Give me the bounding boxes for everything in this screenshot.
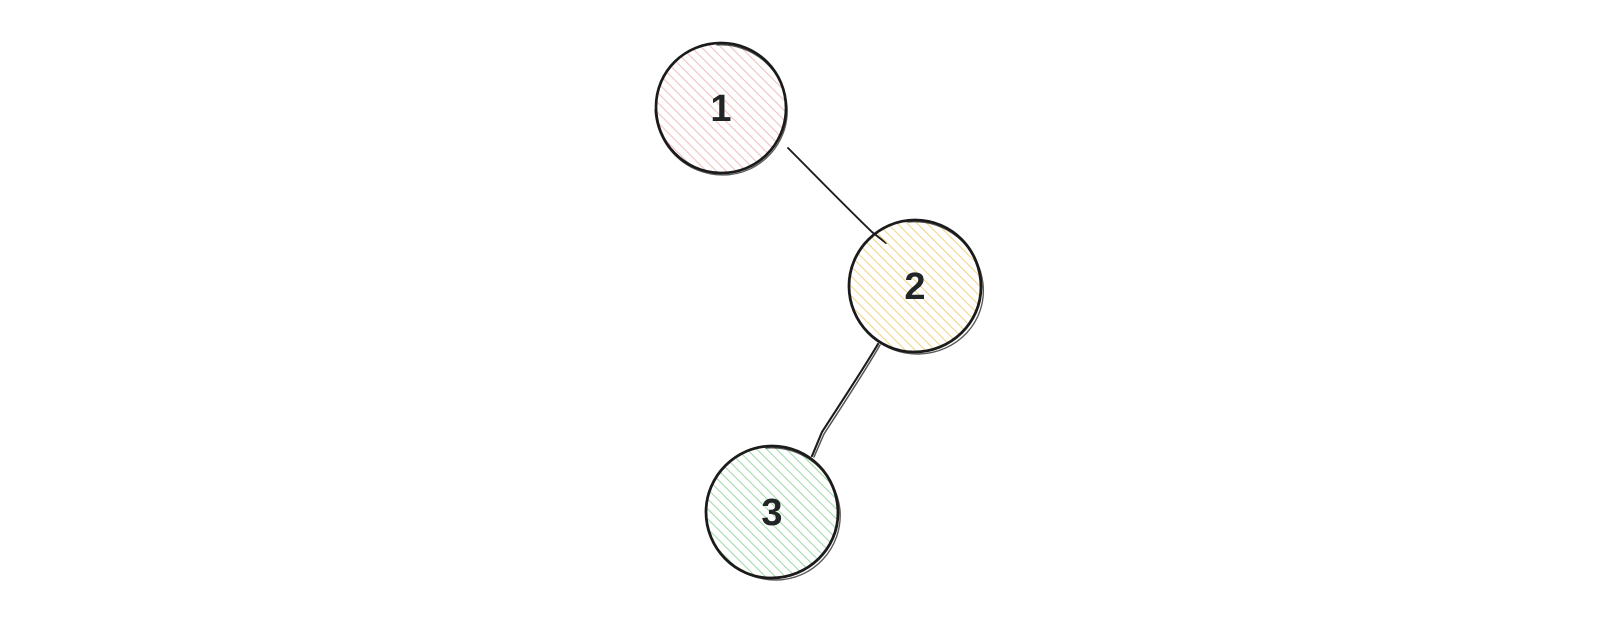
node-3[interactable]: 3: [704, 444, 841, 581]
edge-2-3-stroke-b: [813, 344, 881, 458]
edge-layer: [787, 147, 887, 458]
node-2[interactable]: 2: [847, 218, 984, 355]
node-3-fill: [706, 446, 838, 578]
node-2-label: 2: [904, 266, 925, 308]
edge-2-3[interactable]: [810, 342, 881, 458]
edge-2-3-stroke-a: [810, 342, 880, 458]
node-2-fill: [849, 220, 981, 352]
node-3-outline-b: [705, 447, 841, 581]
node-1-outline-b: [654, 44, 788, 176]
node-1[interactable]: 1: [654, 41, 788, 176]
node-1-label: 1: [710, 88, 731, 130]
node-3-label: 3: [761, 492, 782, 534]
node-layer: 1 2 3: [654, 41, 984, 581]
edge-1-2-stroke-b: [789, 149, 874, 234]
edge-1-2[interactable]: [787, 147, 887, 244]
node-2-outline-b: [848, 221, 984, 355]
node-1-fill: [656, 43, 786, 174]
